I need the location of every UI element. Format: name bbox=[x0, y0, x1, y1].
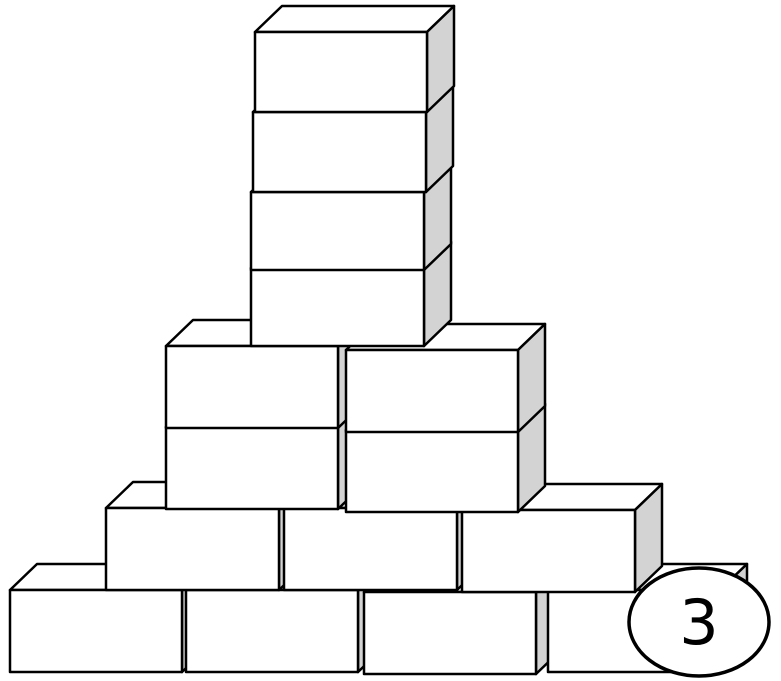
block-front-face bbox=[251, 268, 424, 346]
block-front-face bbox=[255, 32, 427, 112]
block bbox=[255, 6, 454, 112]
block-front-face bbox=[166, 427, 338, 509]
block-front-face bbox=[284, 508, 457, 590]
block-front-face bbox=[106, 508, 279, 590]
block-front-face bbox=[253, 112, 426, 192]
block-front-face bbox=[462, 510, 635, 592]
block-top-face bbox=[255, 6, 454, 32]
block-front-face bbox=[346, 430, 518, 512]
block-front-face bbox=[364, 592, 536, 674]
block-front-face bbox=[166, 346, 338, 428]
number-label: 3 bbox=[629, 568, 769, 676]
block-front-face bbox=[251, 192, 424, 270]
blocks-group bbox=[10, 6, 747, 674]
block-front-face bbox=[10, 590, 182, 672]
block-front-face bbox=[346, 350, 518, 432]
label-number: 3 bbox=[679, 586, 718, 659]
block-front-face bbox=[186, 590, 358, 672]
